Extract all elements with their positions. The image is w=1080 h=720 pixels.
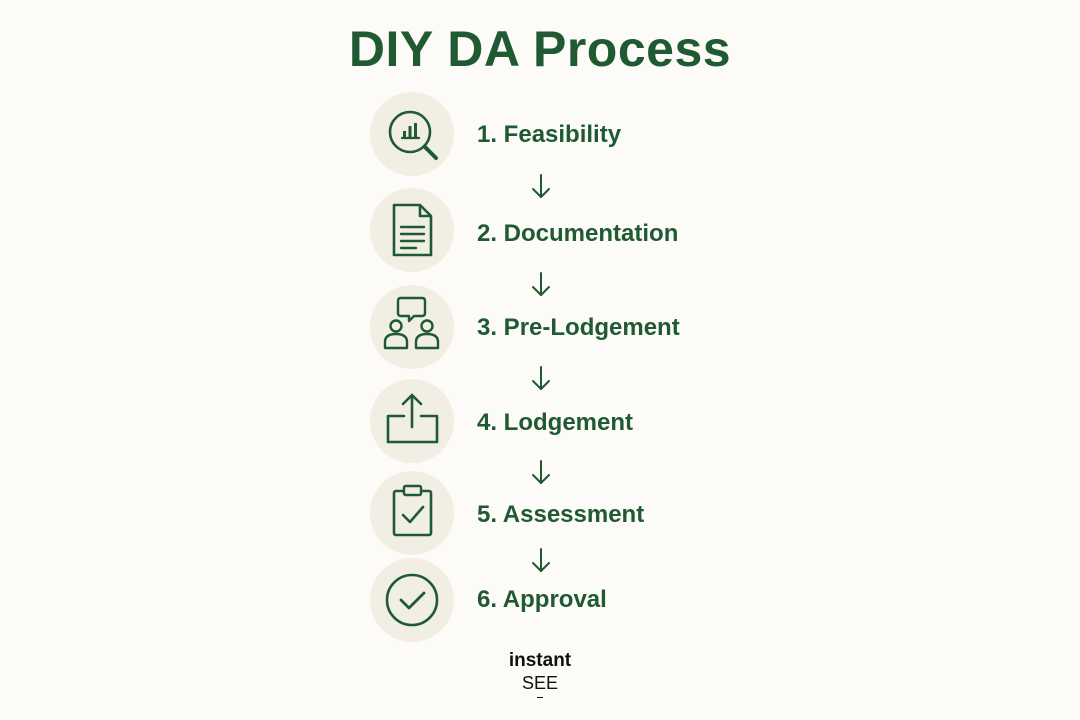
step-6-icon-circle bbox=[370, 558, 454, 642]
step-5-icon-circle bbox=[370, 471, 454, 555]
step-1-label: 1. Feasibility bbox=[477, 121, 622, 148]
step-4-label: 4. Lodgement bbox=[477, 409, 634, 436]
upload-tray-icon bbox=[386, 393, 439, 444]
step-1-icon-circle bbox=[370, 92, 454, 176]
brand-tagline: SEE bbox=[521, 673, 559, 693]
arrow-down-icon bbox=[528, 364, 554, 394]
magnifier-chart-icon bbox=[388, 110, 438, 160]
brand-dash bbox=[537, 697, 543, 698]
arrow-down-icon bbox=[528, 172, 554, 202]
step-2-icon-circle bbox=[370, 188, 454, 272]
page-title: DIY DA Process bbox=[348, 21, 732, 77]
people-discussion-icon bbox=[383, 296, 440, 350]
arrow-down-icon bbox=[528, 546, 554, 576]
brand-name: instant bbox=[508, 650, 572, 671]
step-5-label: 5. Assessment bbox=[477, 501, 645, 528]
document-icon bbox=[392, 203, 433, 257]
step-4-icon-circle bbox=[370, 379, 454, 463]
step-6-label: 6. Approval bbox=[477, 586, 607, 613]
step-3-label: 3. Pre-Lodgement bbox=[477, 314, 680, 341]
step-2-label: 2. Documentation bbox=[477, 220, 679, 247]
clipboard-check-icon bbox=[392, 484, 433, 537]
arrow-down-icon bbox=[528, 270, 554, 300]
check-circle-icon bbox=[385, 573, 439, 627]
arrow-down-icon bbox=[528, 458, 554, 488]
step-3-icon-circle bbox=[370, 285, 454, 369]
